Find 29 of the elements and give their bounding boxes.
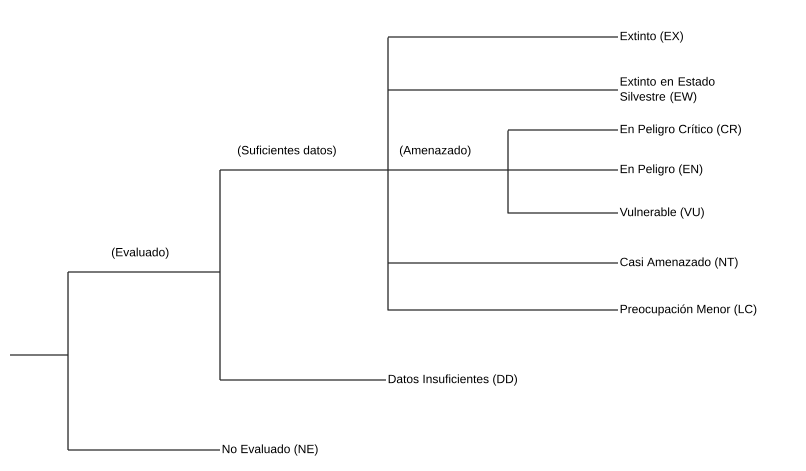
category-label: No Evaluado (NE): [222, 444, 318, 456]
tree-line: [220, 379, 386, 381]
category-label: Vulnerable (VU): [620, 207, 704, 219]
category-label: Casi Amenazado (NT): [620, 257, 738, 269]
category-label: En Peligro (EN): [620, 164, 702, 176]
edge-label: (Amenazado): [398, 144, 472, 158]
tree-line: [508, 212, 618, 214]
tree-line: [508, 169, 618, 171]
branch-line: [219, 169, 221, 381]
category-label: Extinto (EX): [620, 31, 683, 43]
branch-line: [507, 130, 509, 214]
branch-line: [387, 36, 389, 312]
tree-line: [388, 36, 618, 38]
category-label: En Peligro Crítico (CR): [620, 124, 741, 136]
category-label: Preocupación Menor (LC): [620, 304, 756, 316]
branch-line: [67, 271, 69, 451]
tree-line: [388, 262, 618, 264]
edge-label: (Evaluado): [110, 246, 170, 260]
tree-line: [388, 169, 508, 171]
edge-label: (Suficientes datos): [236, 144, 338, 158]
tree-line: [220, 169, 388, 171]
category-label: Extinto en Estado Silvestre (EW): [620, 76, 715, 104]
category-label: Datos Insuficientes (DD): [388, 374, 517, 386]
tree-line: [68, 271, 220, 273]
tree-line: [388, 309, 618, 311]
tree-line: [508, 129, 618, 131]
tree-line: [68, 449, 220, 451]
tree-line: [388, 89, 618, 91]
tree-line: [10, 354, 68, 356]
